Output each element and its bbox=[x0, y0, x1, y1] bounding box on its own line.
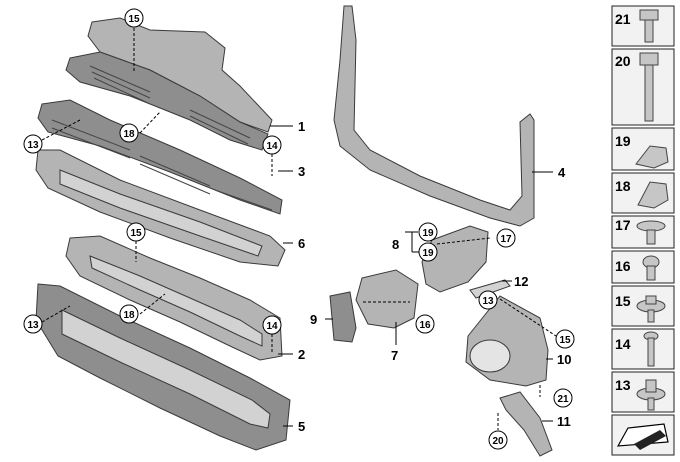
screw-icon bbox=[642, 255, 660, 281]
part-4-radiator-support bbox=[333, 5, 535, 227]
callout-2: 2 bbox=[298, 347, 305, 362]
circle-callout-21: 21 bbox=[553, 388, 573, 408]
fastener-label-14: 14 bbox=[615, 336, 631, 352]
svg-text:17: 17 bbox=[500, 234, 512, 245]
circle-callout-18: 18 bbox=[119, 304, 139, 324]
circle-callout-19: 19 bbox=[418, 222, 438, 242]
collar-screw-icon bbox=[636, 295, 666, 323]
callout-5: 5 bbox=[298, 419, 305, 434]
svg-text:14: 14 bbox=[266, 141, 278, 152]
bolt-icon bbox=[639, 9, 659, 43]
callout-numbers: 1 2 3 4 5 6 7 8 9 10 11 12 bbox=[298, 119, 571, 434]
circle-callout-17: 17 bbox=[496, 228, 516, 248]
clip-nut-icon bbox=[635, 145, 669, 169]
fastener-cell-14 bbox=[611, 328, 675, 370]
callout-6: 6 bbox=[298, 236, 305, 251]
fastener-label-13: 13 bbox=[615, 377, 631, 393]
callout-1: 1 bbox=[298, 119, 305, 134]
expanding-rivet-icon bbox=[636, 220, 666, 245]
callout-3: 3 bbox=[298, 164, 305, 179]
part-11-lower-bracket bbox=[499, 391, 553, 457]
circled-callouts: 15 13 18 14 15 13 18 14 bbox=[23, 8, 575, 450]
svg-text:21: 21 bbox=[557, 394, 569, 405]
diagram-reference-icon bbox=[616, 423, 669, 450]
circle-callout-14: 14 bbox=[262, 315, 282, 335]
fastener-label-15: 15 bbox=[615, 293, 631, 309]
svg-text:19: 19 bbox=[422, 228, 434, 239]
fastener-label-19: 19 bbox=[615, 133, 631, 149]
long-bolt-icon bbox=[639, 52, 659, 122]
fastener-label-18: 18 bbox=[615, 178, 631, 194]
pin-screw-icon bbox=[643, 331, 659, 367]
callout-7: 7 bbox=[391, 348, 398, 363]
fastener-label-16: 16 bbox=[615, 258, 631, 274]
callout-12: 12 bbox=[514, 274, 528, 289]
callout-4: 4 bbox=[558, 165, 566, 180]
circle-callout-15: 15 bbox=[126, 222, 146, 242]
part-6-air-guide-frame bbox=[35, 149, 286, 267]
part-10-air-duct bbox=[465, 295, 549, 387]
svg-text:13: 13 bbox=[482, 296, 494, 307]
svg-text:15: 15 bbox=[128, 14, 140, 25]
circle-callout-13: 13 bbox=[23, 134, 43, 154]
fastener-cell-17 bbox=[611, 215, 675, 249]
leader-lines bbox=[41, 28, 557, 430]
svg-text:18: 18 bbox=[123, 129, 135, 140]
svg-text:16: 16 bbox=[419, 320, 431, 331]
svg-text:18: 18 bbox=[123, 310, 135, 321]
circle-callout-16: 16 bbox=[415, 314, 435, 334]
callout-10: 10 bbox=[557, 352, 571, 367]
svg-text:15: 15 bbox=[559, 335, 571, 346]
svg-text:14: 14 bbox=[266, 321, 278, 332]
callout-11: 11 bbox=[557, 414, 571, 429]
fastener-label-20: 20 bbox=[615, 53, 631, 69]
part-9-small-bracket bbox=[329, 291, 357, 343]
washer-screw-icon bbox=[636, 379, 666, 411]
callout-9: 9 bbox=[310, 312, 317, 327]
svg-text:15: 15 bbox=[130, 228, 142, 239]
svg-text:13: 13 bbox=[27, 320, 39, 331]
circle-callout-15: 15 bbox=[124, 8, 144, 28]
spring-nut-icon bbox=[637, 181, 669, 209]
part-7-bracket bbox=[355, 269, 419, 329]
fastener-label-17: 17 bbox=[615, 217, 631, 233]
circle-callout-13: 13 bbox=[23, 314, 43, 334]
circle-callout-15: 15 bbox=[555, 329, 575, 349]
svg-text:20: 20 bbox=[492, 436, 504, 447]
part-8-duct bbox=[421, 225, 489, 293]
fastener-table: 21 20 19 18 17 16 15 bbox=[611, 5, 675, 456]
part-2-frame bbox=[65, 235, 283, 361]
circle-callout-14: 14 bbox=[262, 135, 282, 155]
part-12-clip bbox=[469, 279, 511, 299]
fastener-label-21: 21 bbox=[615, 11, 631, 27]
circle-callout-13: 13 bbox=[478, 290, 498, 310]
fastener-cell-16 bbox=[611, 250, 675, 284]
circle-callout-18: 18 bbox=[119, 123, 139, 143]
circle-callout-20: 20 bbox=[488, 430, 508, 450]
part-1-upper-duct bbox=[65, 17, 273, 151]
circle-callout-19: 19 bbox=[418, 242, 438, 262]
part-3-shutter-assembly bbox=[37, 99, 283, 215]
callout-8: 8 bbox=[392, 237, 399, 252]
svg-text:19: 19 bbox=[422, 248, 434, 259]
svg-text:13: 13 bbox=[27, 140, 39, 151]
